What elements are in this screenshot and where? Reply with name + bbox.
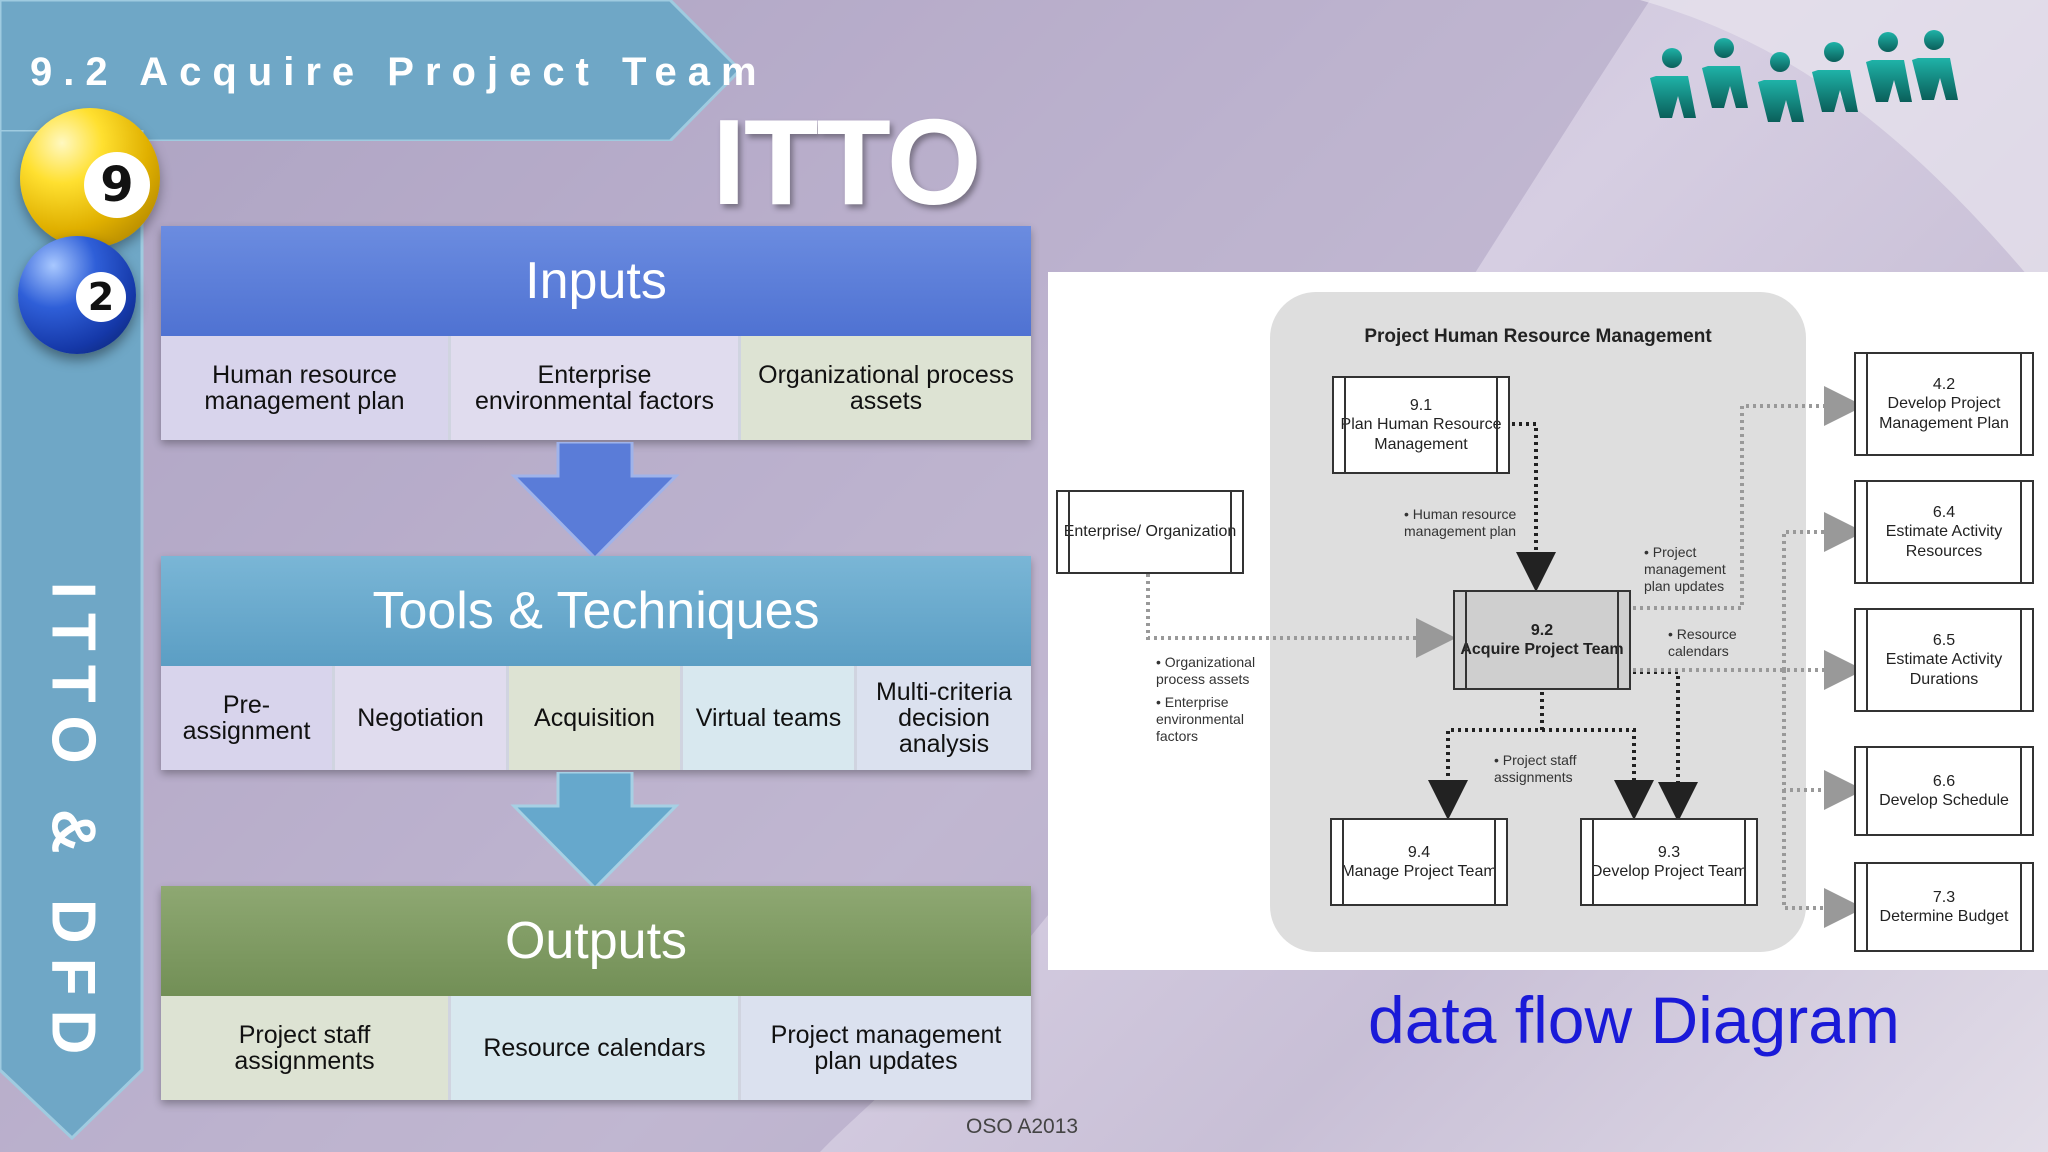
flow-label-pm-updates: • Project management plan updates — [1644, 544, 1726, 594]
billiard-ball-two-icon: 2 — [18, 236, 136, 354]
flow-label-eef: • Enterprise environmental factors — [1156, 694, 1244, 744]
tool-item: Virtual teams — [683, 666, 857, 770]
page-title: 9.2 Acquire Project Team — [30, 50, 768, 94]
tools-heading: Tools & Techniques — [161, 556, 1031, 666]
flow-label-org-assets: • Organizational process assets — [1156, 654, 1256, 687]
tools-block: Tools & Techniques Pre-assignment Negoti… — [161, 556, 1031, 770]
output-item: Project management plan updates — [741, 996, 1031, 1100]
dfd-area-title: Project Human Resource Management — [1364, 326, 1712, 347]
flow-label-hr-plan: • Human resource management plan — [1404, 506, 1517, 539]
outputs-block: Outputs Project staff assignments Resour… — [161, 886, 1031, 1100]
title-banner — [0, 0, 743, 141]
dfd-caption: data flow Diagram — [1368, 983, 1900, 1057]
inputs-block: Inputs Human resource management plan En… — [161, 226, 1031, 440]
down-arrow-icon — [510, 772, 680, 891]
billiard-ball-nine-icon: 9 — [20, 108, 160, 248]
tool-item: Acquisition — [509, 666, 683, 770]
outputs-heading: Outputs — [161, 886, 1031, 996]
dfd-flows — [1146, 386, 1864, 928]
footer-text: OSO A2013 — [966, 1115, 1079, 1138]
team-people-icon — [1650, 30, 1958, 122]
external-enterprise: Enterprise/ Organization — [1056, 490, 1244, 574]
input-item: Organizational process assets — [741, 336, 1031, 440]
output-item: Project staff assignments — [161, 996, 451, 1100]
flow-label-resource-calendars: • Resource calendars — [1668, 626, 1737, 659]
sidebar-label: ITTO & DFD — [38, 581, 108, 1069]
left-banner — [0, 130, 144, 1140]
output-item: Resource calendars — [451, 996, 741, 1100]
tool-item: Negotiation — [335, 666, 509, 770]
tool-item: Multi-criteria decision analysis — [857, 666, 1031, 770]
flow-label-staff-assignments: • Project staff assignments — [1494, 752, 1577, 785]
down-arrow-icon — [510, 442, 680, 561]
itto-title: ITTO — [712, 94, 982, 230]
input-item: Enterprise environmental factors — [451, 336, 741, 440]
inputs-heading: Inputs — [161, 226, 1031, 336]
input-item: Human resource management plan — [161, 336, 451, 440]
tool-item: Pre-assignment — [161, 666, 335, 770]
